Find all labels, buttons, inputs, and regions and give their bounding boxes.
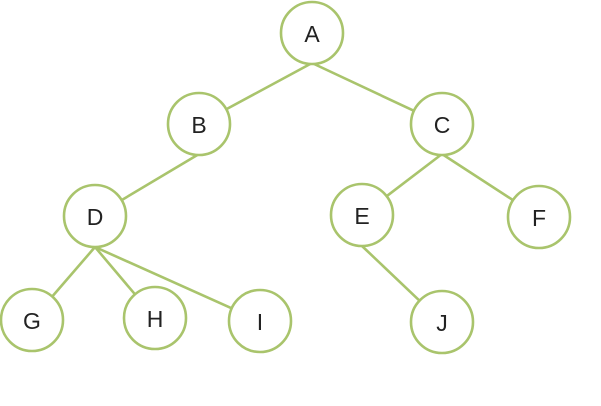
- node-circle: [409, 91, 475, 157]
- node-circle: [0, 287, 65, 353]
- node-label: E: [354, 203, 369, 229]
- node-e: E: [329, 182, 395, 248]
- edges-layer: [50, 61, 515, 310]
- node-circle: [506, 184, 572, 250]
- node-f: F: [506, 184, 572, 250]
- node-i: I: [227, 288, 293, 354]
- node-circle: [329, 182, 395, 248]
- node-label: B: [191, 112, 206, 138]
- edge-a-b: [224, 61, 314, 111]
- node-label: G: [23, 308, 41, 334]
- edge-d-h: [93, 245, 137, 296]
- node-circle: [227, 288, 293, 354]
- node-circle: [409, 289, 475, 355]
- nodes-layer: A B C D E F G H I J: [0, 0, 572, 355]
- edge-b-d: [120, 152, 201, 202]
- edge-c-f: [440, 152, 515, 202]
- edge-e-j: [360, 244, 421, 302]
- node-label: D: [87, 204, 104, 230]
- node-h: H: [122, 285, 188, 351]
- node-label: A: [304, 21, 320, 47]
- node-circle: [279, 0, 345, 66]
- node-b: B: [166, 91, 232, 157]
- node-c: C: [409, 91, 475, 157]
- node-label: H: [147, 306, 164, 332]
- edge-c-e: [385, 152, 444, 198]
- node-circle: [122, 285, 188, 351]
- edge-d-g: [50, 245, 97, 298]
- node-circle: [62, 183, 128, 249]
- node-label: F: [532, 205, 546, 231]
- node-g: G: [0, 287, 65, 353]
- node-j: J: [409, 289, 475, 355]
- node-label: I: [257, 309, 263, 335]
- node-a: A: [279, 0, 345, 66]
- node-circle: [166, 91, 232, 157]
- node-label: C: [434, 112, 451, 138]
- edge-a-c: [310, 61, 416, 113]
- node-label: J: [436, 310, 448, 336]
- edge-d-i: [93, 245, 234, 310]
- node-d: D: [62, 183, 128, 249]
